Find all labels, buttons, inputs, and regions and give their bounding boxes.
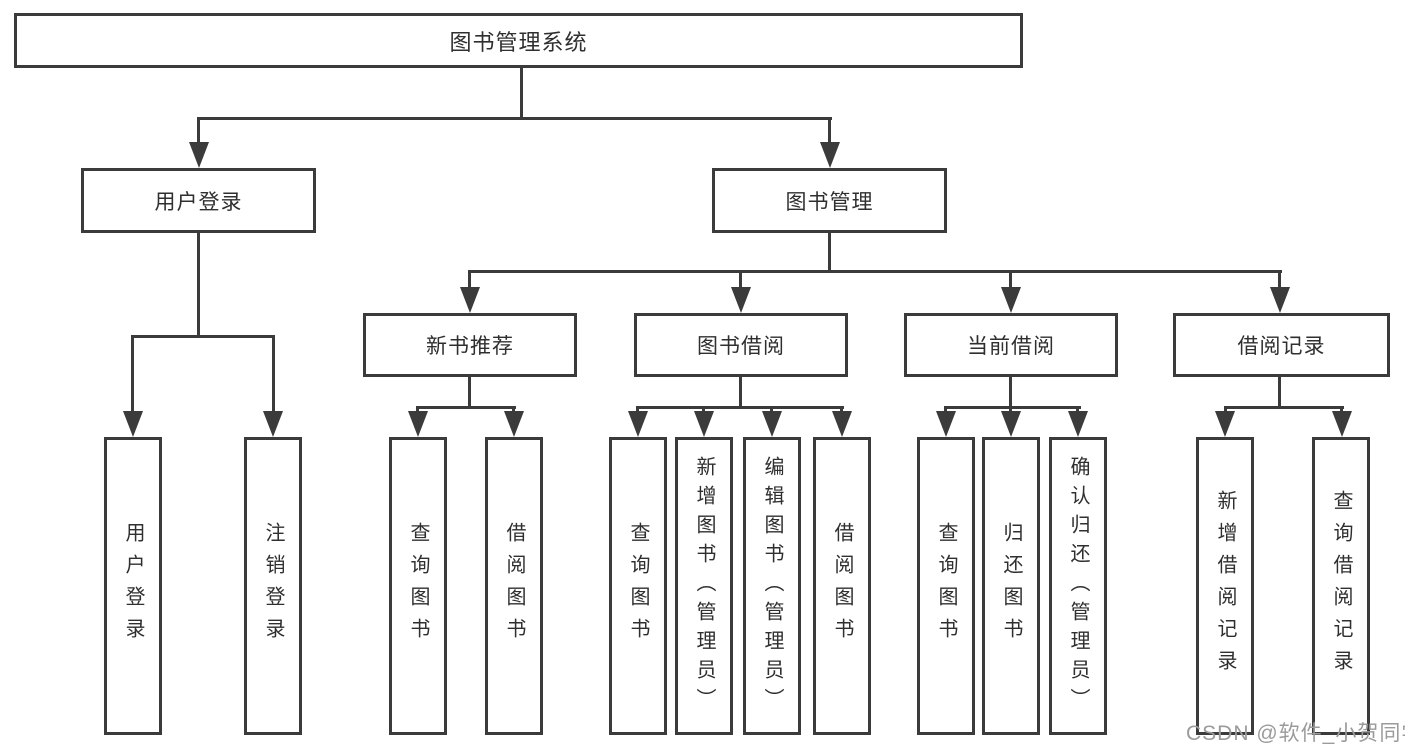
connector-bookmgmt-vertical xyxy=(828,233,831,273)
node-book-management: 图书管理 xyxy=(712,168,947,233)
connector-drop-records-leaf2 xyxy=(1340,406,1343,414)
leaf-edit-book-admin: 编辑图书（管理员） xyxy=(743,437,801,735)
node-book-borrowing: 图书借阅 xyxy=(634,313,848,377)
connector-bookmgmt-horizontal xyxy=(468,270,1282,273)
arrowhead-current-leaf3 xyxy=(1068,411,1088,437)
watermark: CSDN @软件_小贺同学 xyxy=(1186,722,1405,745)
arrowhead-borrowing-leaf4 xyxy=(832,411,852,437)
connector-recommend-horizontal xyxy=(416,406,516,409)
leaf-query-borrow-record: 查询借阅记录 xyxy=(1312,437,1370,735)
arrowhead-new-book-recommend xyxy=(460,287,480,313)
arrowhead-borrowing-leaf3 xyxy=(762,411,782,437)
connector-drop-recommend-leaf1 xyxy=(416,406,419,414)
node-current-borrowing: 当前借阅 xyxy=(904,313,1118,377)
arrowhead-recommend-leaf1 xyxy=(408,411,428,437)
connector-drop-borrowing-records xyxy=(1278,270,1281,290)
arrowhead-current-leaf2 xyxy=(1001,411,1021,437)
connector-drop-new-book-recommend xyxy=(468,270,471,290)
arrowhead-current-leaf1 xyxy=(936,411,956,437)
connector-borrowing-vertical xyxy=(739,377,742,408)
connector-records-horizontal xyxy=(1224,406,1344,409)
connector-drop-book-management xyxy=(828,117,831,145)
connector-drop-leaf-logout xyxy=(272,335,275,413)
node-root: 图书管理系统 xyxy=(14,13,1023,68)
leaf-add-book-admin: 新增图书（管理员） xyxy=(675,437,733,735)
connector-drop-current-leaf2 xyxy=(1009,406,1012,414)
leaf-query-books-current: 查询图书 xyxy=(917,437,975,735)
connector-drop-user-login xyxy=(197,117,200,145)
arrowhead-borrowing-records xyxy=(1270,287,1290,313)
leaf-logout: 注销登录 xyxy=(244,437,302,735)
arrowhead-book-borrowing xyxy=(731,287,751,313)
node-new-book-recommend: 新书推荐 xyxy=(363,313,577,377)
arrowhead-leaf-logout xyxy=(263,411,283,437)
connector-drop-current-borrowing xyxy=(1009,270,1012,290)
leaf-return-book: 归还图书 xyxy=(982,437,1040,735)
connector-drop-current-leaf1 xyxy=(944,406,947,414)
connector-userlogin-horizontal xyxy=(131,335,275,338)
connector-borrowing-horizontal xyxy=(636,406,844,409)
connector-drop-current-leaf3 xyxy=(1076,406,1079,414)
connector-current-vertical xyxy=(1009,377,1012,408)
connector-drop-borrowing-leaf2 xyxy=(702,406,705,414)
connector-drop-book-borrowing xyxy=(739,270,742,290)
connector-drop-leaf-user-login xyxy=(131,335,134,413)
leaf-add-borrow-record: 新增借阅记录 xyxy=(1196,437,1254,735)
connector-drop-borrowing-leaf4 xyxy=(840,406,843,414)
leaf-borrow-books-recommend: 借阅图书 xyxy=(485,437,543,735)
connector-drop-borrowing-leaf3 xyxy=(770,406,773,414)
connector-recommend-vertical xyxy=(468,377,471,408)
arrowhead-records-leaf2 xyxy=(1332,411,1352,437)
leaf-borrow-books-borrowing: 借阅图书 xyxy=(813,437,871,735)
connector-drop-records-leaf1 xyxy=(1224,406,1227,414)
connector-drop-borrowing-leaf1 xyxy=(636,406,639,414)
connector-root-horizontal xyxy=(197,117,832,120)
arrowhead-borrowing-leaf2 xyxy=(694,411,714,437)
connector-records-vertical xyxy=(1278,377,1281,408)
connector-drop-recommend-leaf2 xyxy=(512,406,515,414)
connector-userlogin-vertical xyxy=(197,233,200,338)
connector-root-vertical xyxy=(520,68,523,120)
arrowhead-records-leaf1 xyxy=(1215,411,1235,437)
arrowhead-leaf-user-login xyxy=(123,411,143,437)
leaf-query-books-recommend: 查询图书 xyxy=(389,437,447,735)
arrowhead-book-management xyxy=(820,142,840,168)
node-borrowing-records: 借阅记录 xyxy=(1173,313,1390,377)
arrowhead-borrowing-leaf1 xyxy=(628,411,648,437)
connector-current-horizontal xyxy=(944,406,1081,409)
arrowhead-user-login xyxy=(189,142,209,168)
arrowhead-current-borrowing xyxy=(1001,287,1021,313)
arrowhead-recommend-leaf2 xyxy=(504,411,524,437)
leaf-user-login: 用户登录 xyxy=(104,437,162,735)
leaf-query-books-borrowing: 查询图书 xyxy=(609,437,667,735)
node-user-login: 用户登录 xyxy=(81,168,316,233)
leaf-confirm-return-admin: 确认归还（管理员） xyxy=(1049,437,1107,735)
